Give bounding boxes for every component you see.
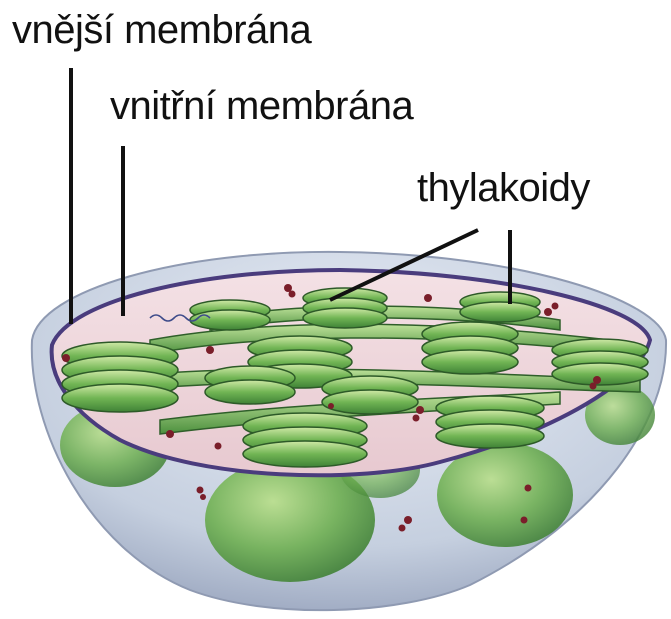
outer-membrane-label: vnější membrána bbox=[12, 10, 311, 50]
granum bbox=[62, 342, 178, 412]
granum bbox=[243, 413, 367, 467]
granum bbox=[322, 376, 418, 414]
inner-membrane-label: vnitřní membrána bbox=[110, 86, 413, 126]
granum bbox=[436, 396, 544, 448]
granum bbox=[422, 322, 518, 374]
granum bbox=[205, 366, 295, 404]
granum bbox=[460, 292, 540, 322]
thylakoids-label: thylakoidy bbox=[417, 168, 590, 208]
